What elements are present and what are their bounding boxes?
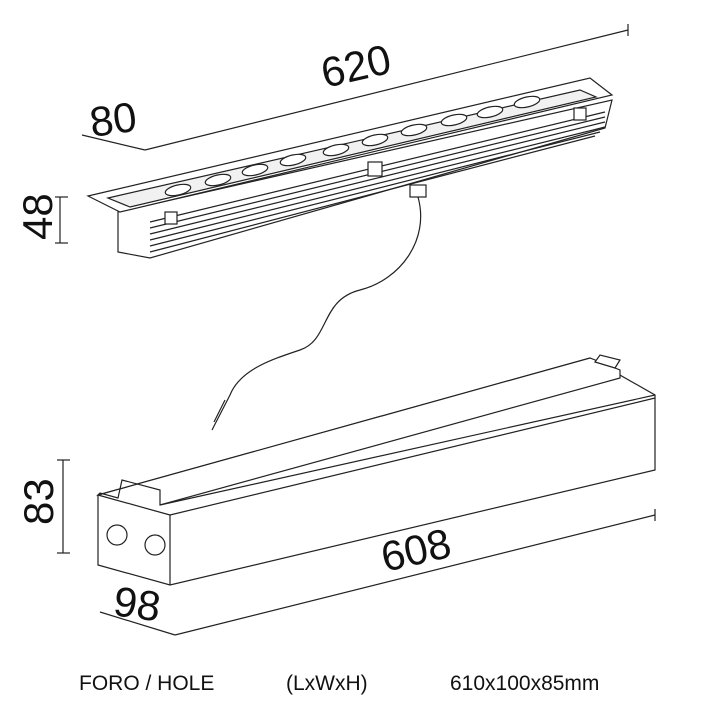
installation-box-drawing: [95, 354, 656, 586]
hole-format: (LxWxH): [286, 672, 368, 695]
cable: [211, 196, 422, 431]
luminaire-drawing: [86, 77, 614, 259]
hole-dimensions: 610x100x85mm: [450, 672, 600, 695]
hole-label: FORO / HOLE: [79, 672, 215, 695]
dimension-lines-luminaire: [55, 24, 629, 244]
led-lenses: [164, 95, 541, 197]
dimension-width-box: 98: [111, 577, 164, 630]
dimension-length-luminaire: 620: [316, 35, 395, 97]
dimension-width-luminaire: 80: [87, 93, 140, 146]
dimension-height-box: 83: [15, 478, 62, 525]
dimension-height-luminaire: 48: [14, 193, 61, 240]
dimension-lines-box: [57, 459, 656, 636]
